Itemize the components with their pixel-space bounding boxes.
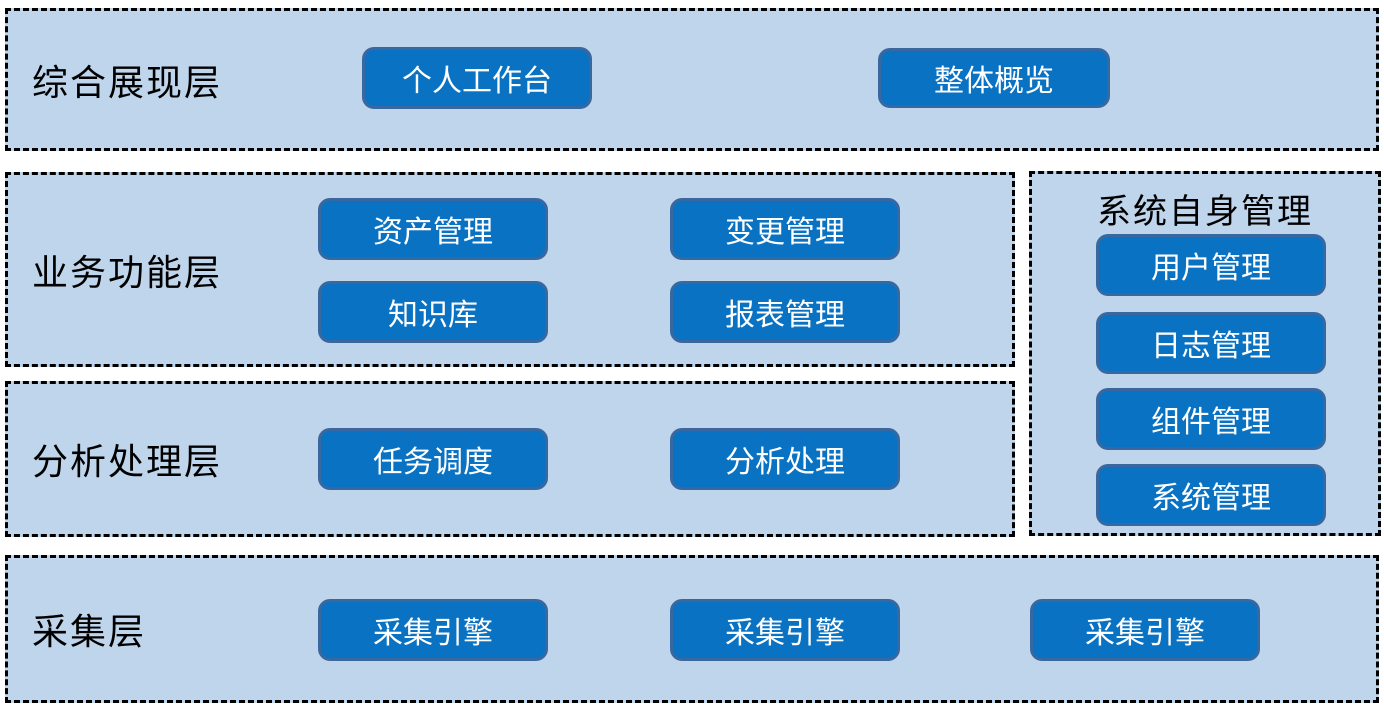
layer-panel-business: 业务功能层 资产管理 变更管理 知识库 报表管理 bbox=[5, 172, 1015, 367]
layer-panel-analysis: 分析处理层 任务调度 分析处理 bbox=[5, 381, 1015, 537]
block-personal-workbench: 个人工作台 bbox=[362, 47, 592, 109]
block-knowledge-base: 知识库 bbox=[318, 281, 548, 343]
block-collection-engine-2: 采集引擎 bbox=[670, 599, 900, 661]
block-user-management: 用户管理 bbox=[1096, 234, 1326, 296]
layer-label-business: 业务功能层 bbox=[32, 251, 223, 293]
block-change-management: 变更管理 bbox=[670, 198, 900, 260]
side-panel-title: 系统自身管理 bbox=[1097, 193, 1313, 231]
layer-panel-display: 综合展现层 个人工作台 整体概览 bbox=[5, 8, 1379, 151]
block-asset-management: 资产管理 bbox=[318, 198, 548, 260]
block-task-scheduling: 任务调度 bbox=[318, 428, 548, 490]
side-panel-system-management: 系统自身管理 用户管理 日志管理 组件管理 系统管理 bbox=[1029, 171, 1381, 536]
block-analysis-processing: 分析处理 bbox=[670, 428, 900, 490]
block-system-management: 系统管理 bbox=[1096, 464, 1326, 526]
layer-label-display: 综合展现层 bbox=[32, 61, 223, 103]
block-collection-engine-3: 采集引擎 bbox=[1030, 599, 1260, 661]
block-collection-engine-1: 采集引擎 bbox=[318, 599, 548, 661]
block-report-management: 报表管理 bbox=[670, 281, 900, 343]
block-log-management: 日志管理 bbox=[1096, 312, 1326, 374]
layer-label-analysis: 分析处理层 bbox=[32, 441, 223, 482]
layer-panel-collection: 采集层 采集引擎 采集引擎 采集引擎 bbox=[5, 555, 1379, 703]
block-component-management: 组件管理 bbox=[1096, 388, 1326, 450]
block-overall-overview: 整体概览 bbox=[878, 48, 1110, 108]
layer-label-collection: 采集层 bbox=[32, 611, 147, 652]
